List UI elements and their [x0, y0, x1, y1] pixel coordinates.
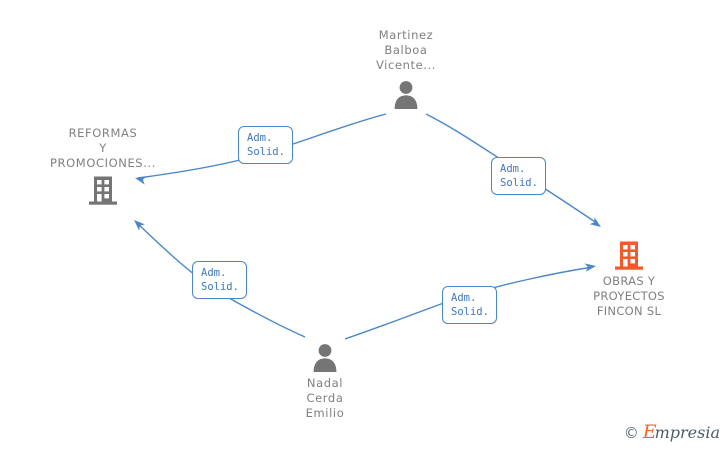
person-icon [386, 73, 426, 109]
node-reformas-y-promociones[interactable]: REFORMAS Y PROMOCIONES... [18, 126, 188, 207]
node-label: Nadal Cerda Emilio [305, 376, 345, 420]
copyright-icon: © [623, 423, 639, 442]
edge-martinez-to-obras-arrowhead [589, 217, 601, 227]
empresia-watermark: © Empresia [624, 423, 720, 442]
edge-nadal-to-reformas-arrowhead [134, 220, 145, 231]
edge-label-martinez-to-reformas[interactable]: Adm. Solid. [238, 126, 293, 164]
node-label: OBRAS Y PROYECTOS FINCON SL [593, 274, 665, 318]
person-icon [305, 336, 345, 372]
node-nadal-cerda-emilio[interactable]: Nadal Cerda Emilio [240, 336, 410, 421]
node-label: Martinez Balboa Vicente... [375, 28, 437, 72]
edge-label-nadal-to-reformas[interactable]: Adm. Solid. [192, 261, 247, 299]
building-icon [609, 236, 649, 272]
brand-initial: E [642, 421, 657, 443]
edge-martinez-to-reformas-arrowhead [135, 176, 147, 185]
building-icon [83, 171, 123, 207]
edge-label-nadal-to-obras[interactable]: Adm. Solid. [442, 286, 497, 324]
node-obras-y-proyectos-fincon-sl[interactable]: OBRAS Y PROYECTOS FINCON SL [544, 236, 714, 319]
node-label: REFORMAS Y PROMOCIONES... [50, 126, 156, 170]
node-martinez-balboa-vicente[interactable]: Martinez Balboa Vicente... [321, 28, 491, 109]
edge-nadal-to-obras-arrowhead [584, 263, 596, 272]
brand-name: mpresia [654, 423, 720, 442]
edge-label-martinez-to-obras[interactable]: Adm. Solid. [491, 157, 546, 195]
